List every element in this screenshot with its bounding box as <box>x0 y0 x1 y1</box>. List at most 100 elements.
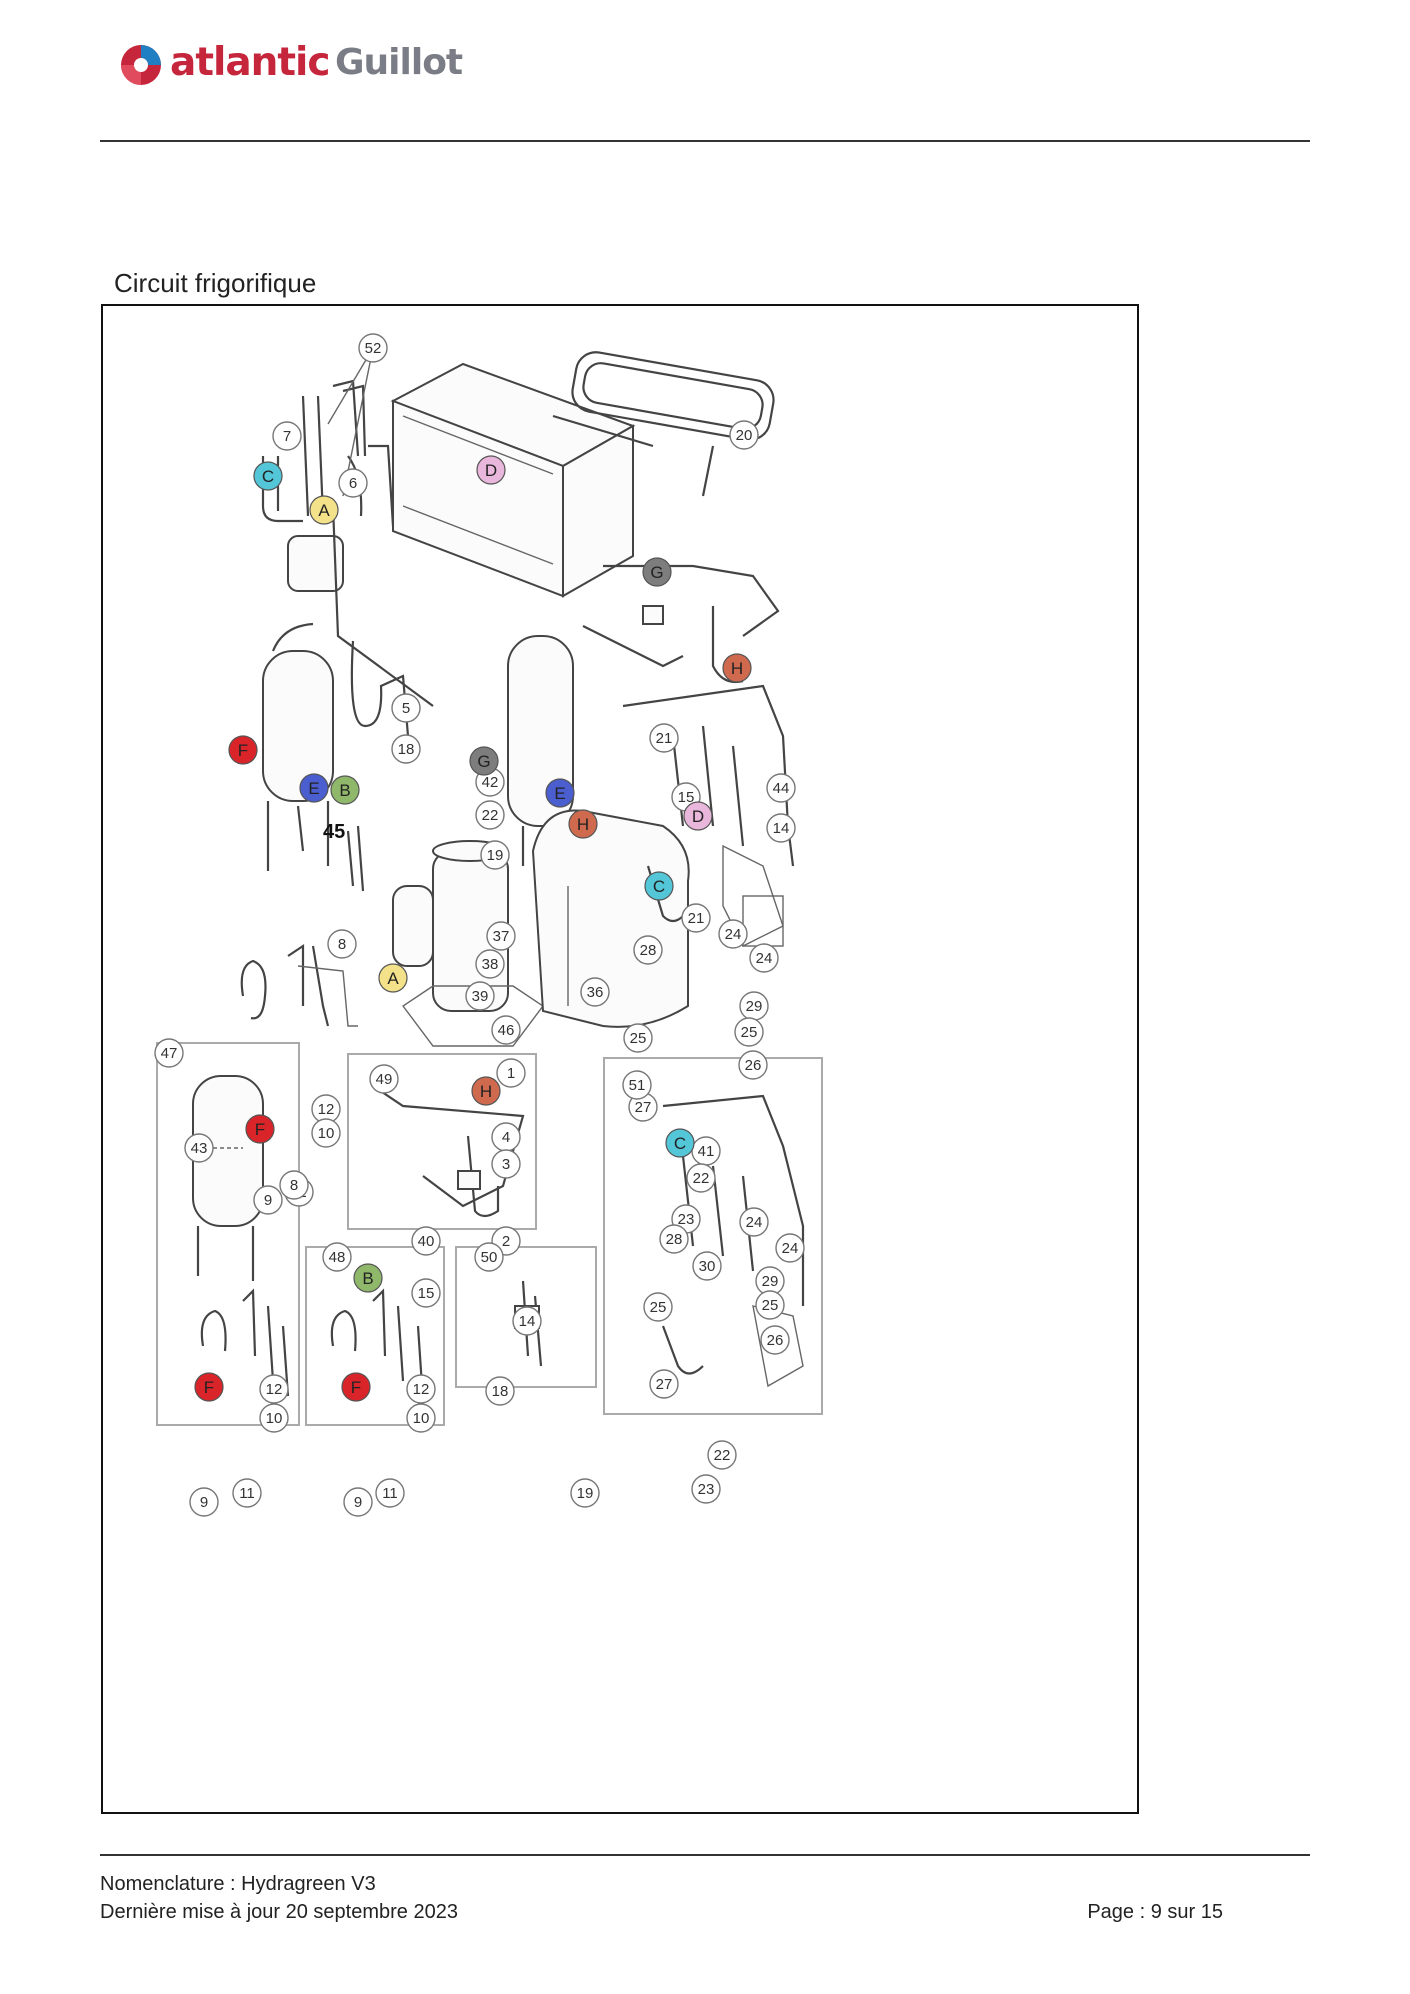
svg-text:24: 24 <box>746 1214 763 1231</box>
connection-letter-B: B <box>353 1263 383 1293</box>
connection-letter-E: E <box>545 778 575 808</box>
svg-text:51: 51 <box>629 1077 646 1094</box>
footer-last-updated: Dernière mise à jour 20 septembre 2023 <box>100 1901 458 1923</box>
part-callout-12: 12 <box>259 1374 289 1404</box>
svg-text:10: 10 <box>266 1410 283 1427</box>
part-callout-29: 29 <box>739 991 769 1021</box>
svg-text:F: F <box>351 1378 361 1397</box>
part-callout-29: 29 <box>755 1266 785 1296</box>
svg-text:19: 19 <box>487 847 504 864</box>
svg-text:9: 9 <box>354 1494 362 1511</box>
svg-text:A: A <box>318 501 330 520</box>
svg-text:18: 18 <box>398 741 415 758</box>
part-callout-38: 38 <box>475 949 505 979</box>
part-callout-23: 23 <box>691 1474 721 1504</box>
svg-text:23: 23 <box>678 1211 695 1228</box>
svg-text:8: 8 <box>290 1177 298 1194</box>
part-callout-19: 19 <box>480 840 510 870</box>
svg-text:28: 28 <box>666 1231 683 1248</box>
svg-text:E: E <box>554 784 565 803</box>
svg-text:30: 30 <box>699 1258 716 1275</box>
part-callout-22: 22 <box>686 1163 716 1193</box>
connection-letter-C: C <box>253 461 283 491</box>
connection-letter-C: C <box>644 871 674 901</box>
part-callout-12: 12 <box>406 1374 436 1404</box>
part-callout-14: 14 <box>766 813 796 843</box>
part-callout-24: 24 <box>775 1233 805 1263</box>
pipes-upper-right <box>582 564 780 684</box>
part-callout-22: 22 <box>475 800 505 830</box>
svg-text:42: 42 <box>482 774 499 791</box>
svg-text:52: 52 <box>365 340 382 357</box>
part-callout-36: 36 <box>580 977 610 1007</box>
header-rule <box>100 140 1310 142</box>
svg-text:40: 40 <box>418 1233 435 1250</box>
part-callout-10: 10 <box>259 1403 289 1433</box>
part-callout-9: 9 <box>189 1487 219 1517</box>
svg-text:46: 46 <box>498 1022 515 1039</box>
connection-letter-B: B <box>330 775 360 805</box>
svg-text:7: 7 <box>283 428 291 445</box>
pipes-upper-left <box>261 379 434 707</box>
svg-text:15: 15 <box>678 789 695 806</box>
svg-text:27: 27 <box>635 1099 652 1116</box>
part-callout-10: 10 <box>406 1403 436 1433</box>
part-callout-30: 30 <box>692 1251 722 1281</box>
svg-text:22: 22 <box>714 1447 731 1464</box>
part-callout-10: 10 <box>311 1118 341 1148</box>
part-callout-28: 28 <box>633 935 663 965</box>
footer-document-name: Nomenclature : Hydragreen V3 <box>100 1873 376 1895</box>
part-callout-27: 27 <box>649 1369 679 1399</box>
connection-letter-H: H <box>722 653 752 683</box>
valve-group-lower-left <box>240 943 358 1027</box>
connection-letter-D: D <box>476 455 506 485</box>
svg-text:11: 11 <box>382 1485 398 1502</box>
part-callout-50: 50 <box>474 1242 504 1272</box>
svg-text:C: C <box>674 1134 686 1153</box>
connection-letter-G: G <box>469 746 499 776</box>
svg-text:21: 21 <box>656 730 673 747</box>
connection-letter-H: H <box>568 809 598 839</box>
svg-text:H: H <box>731 659 743 678</box>
exploded-view-drawing: .ln { fill:none; stroke:#444; stroke-wid… <box>154 333 823 1517</box>
part-callout-9: 9 <box>343 1487 373 1517</box>
receiver-tank-8 <box>262 622 410 871</box>
svg-text:49: 49 <box>376 1071 393 1088</box>
inset-frames <box>156 1042 823 1426</box>
part-callout-9: 9 <box>253 1185 283 1215</box>
part-callout-3: 3 <box>491 1149 521 1179</box>
svg-text:G: G <box>477 752 490 771</box>
part-callout-28: 28 <box>659 1224 689 1254</box>
connection-letter-F: F <box>245 1114 275 1144</box>
connection-letter-E: E <box>299 773 329 803</box>
svg-text:9: 9 <box>264 1192 272 1209</box>
svg-text:D: D <box>485 461 497 480</box>
svg-text:44: 44 <box>773 780 790 797</box>
coil-20 <box>552 351 775 497</box>
part-callout-52: 52 <box>358 333 388 363</box>
part-callout-48: 48 <box>322 1242 352 1272</box>
svg-text:20: 20 <box>736 427 753 444</box>
part-callout-15: 15 <box>411 1278 441 1308</box>
part-callout-47: 47 <box>154 1038 184 1068</box>
connection-letter-H: H <box>471 1076 501 1106</box>
svg-text:9: 9 <box>200 1494 208 1511</box>
part-callout-14: 14 <box>512 1306 542 1336</box>
svg-text:36: 36 <box>587 984 604 1001</box>
inset-47-drawing <box>192 1075 290 1397</box>
svg-text:39: 39 <box>472 988 489 1005</box>
part-callout-1: 1 <box>496 1058 526 1088</box>
part-callout-11: 11 <box>232 1478 262 1508</box>
footer-rule <box>100 1854 1310 1856</box>
svg-text:23: 23 <box>698 1481 715 1498</box>
part-callout-5: 5 <box>391 693 421 723</box>
svg-text:29: 29 <box>762 1273 779 1290</box>
connection-letter-A: A <box>378 963 408 993</box>
svg-text:28: 28 <box>640 942 657 959</box>
svg-text:19: 19 <box>577 1485 594 1502</box>
svg-text:37: 37 <box>493 928 510 945</box>
part-callout-8: 8 <box>279 1170 309 1200</box>
svg-text:18: 18 <box>492 1383 509 1400</box>
svg-text:8: 8 <box>338 936 346 953</box>
